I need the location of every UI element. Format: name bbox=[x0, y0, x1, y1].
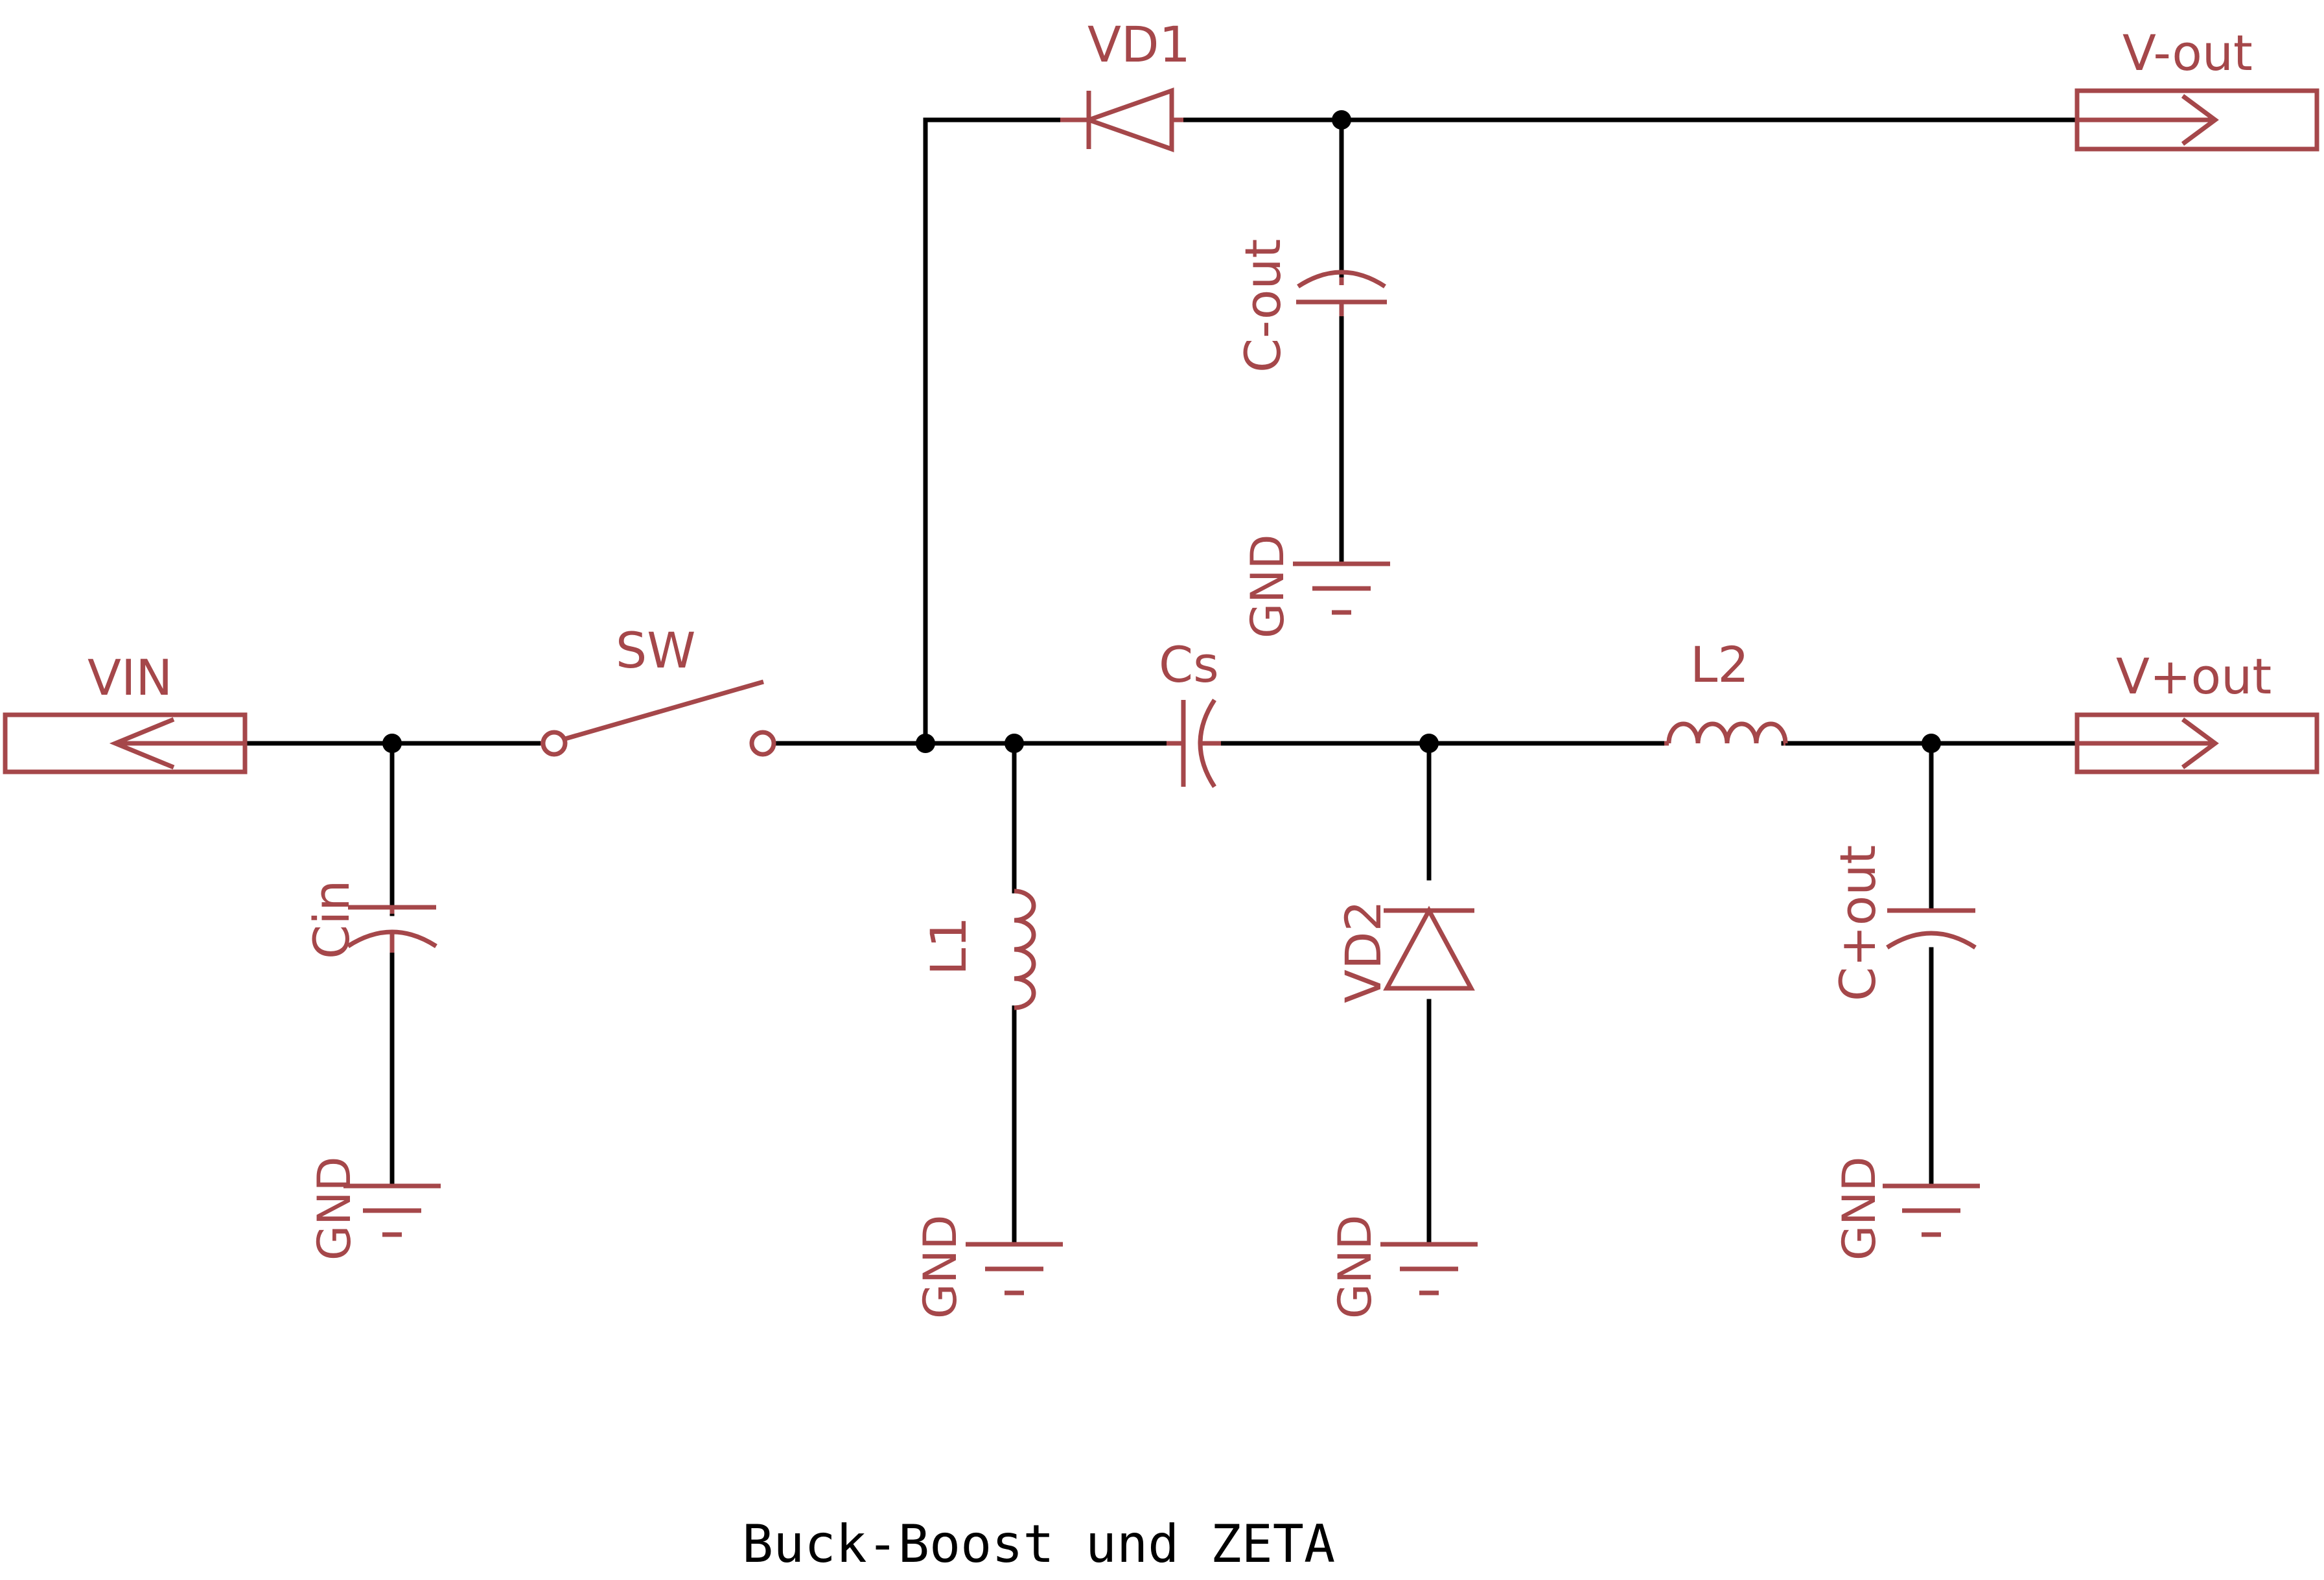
diode-vd2 bbox=[1383, 905, 1475, 991]
gnd-symbol-l1 bbox=[966, 1242, 1063, 1295]
label-sw: SW bbox=[616, 622, 695, 679]
gnd-symbol-cin bbox=[343, 1183, 441, 1237]
vin-port bbox=[3, 712, 248, 774]
junction-l1 bbox=[1005, 734, 1024, 753]
label-vout-minus: V-out bbox=[2122, 24, 2253, 82]
capacitor-c-plus-out bbox=[1886, 908, 1977, 949]
label-vin: VIN bbox=[87, 649, 172, 706]
diagram-title: Buck-Boost und ZETA bbox=[742, 1514, 1335, 1574]
inductor-l1 bbox=[1014, 889, 1036, 1010]
gnd-symbol-c-out bbox=[1293, 561, 1390, 615]
junctions bbox=[382, 110, 1941, 753]
label-vout-plus: V+out bbox=[2116, 647, 2272, 705]
label-vd1: VD1 bbox=[1087, 16, 1191, 73]
switch-sw bbox=[540, 679, 776, 757]
junction-cin bbox=[382, 734, 402, 753]
gnd-symbol-c-plus-out bbox=[1883, 1183, 1980, 1237]
gnd-symbol-vd2 bbox=[1380, 1242, 1478, 1295]
capacitor-c-out bbox=[1296, 270, 1387, 316]
junction-cout bbox=[1332, 110, 1351, 130]
label-vd2: VD2 bbox=[1334, 900, 1392, 1003]
label-l2: L2 bbox=[1690, 636, 1749, 693]
label-gnd-cin: GND bbox=[308, 1156, 361, 1261]
capacitor-cin bbox=[347, 905, 437, 953]
diode-vd1 bbox=[1060, 87, 1183, 152]
label-l1: L1 bbox=[920, 916, 977, 975]
vout-plus-port bbox=[2074, 712, 2319, 774]
junction-vd2 bbox=[1419, 734, 1439, 753]
label-cs: Cs bbox=[1159, 636, 1219, 693]
inductor-l2 bbox=[1664, 721, 1788, 746]
vout-minus-port bbox=[2074, 88, 2319, 152]
label-gnd-l1: GND bbox=[914, 1214, 967, 1319]
label-gnd-c-out: GND bbox=[1241, 534, 1294, 638]
label-c-plus-out: C+out bbox=[1829, 845, 1887, 1001]
label-c-out: C-out bbox=[1234, 239, 1292, 373]
junction-top-branch bbox=[916, 734, 935, 753]
capacitor-cs bbox=[1167, 699, 1221, 788]
label-gnd-c-plus-out: GND bbox=[1833, 1156, 1886, 1261]
label-cin: Cin bbox=[303, 880, 360, 959]
label-gnd-vd2: GND bbox=[1329, 1214, 1382, 1319]
junction-cplus bbox=[1922, 734, 1941, 753]
